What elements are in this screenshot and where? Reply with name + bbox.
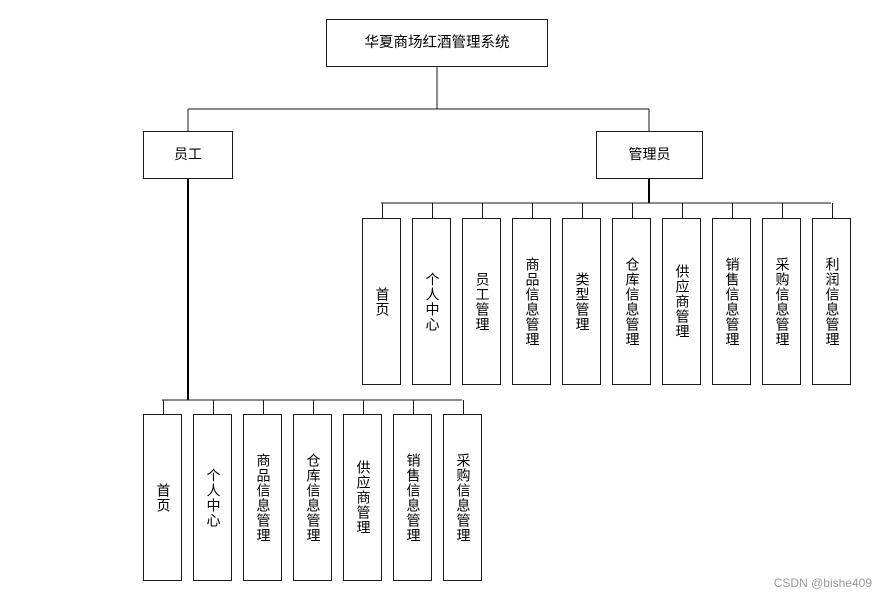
employee-module-label: 销售信息管理 xyxy=(404,452,421,543)
admin-module-label: 利润信息管理 xyxy=(823,256,840,347)
employee-module-box: 商品信息管理 xyxy=(243,414,282,581)
admin-module-box: 类型管理 xyxy=(562,218,601,385)
employee-module-label: 采购信息管理 xyxy=(454,452,471,543)
admin-module-label: 仓库信息管理 xyxy=(623,256,640,347)
employee-module-box: 仓库信息管理 xyxy=(293,414,332,581)
admin-module-label: 个人中心 xyxy=(423,271,440,332)
admin-module-label: 员工管理 xyxy=(473,271,490,332)
employee-module-box: 个人中心 xyxy=(193,414,232,581)
employee-node-label: 员工 xyxy=(174,147,202,163)
employee-module-box: 首页 xyxy=(143,414,182,581)
admin-node: 管理员 xyxy=(596,131,703,179)
admin-module-label: 首页 xyxy=(373,286,390,317)
root-node-label: 华夏商场红酒管理系统 xyxy=(364,35,510,51)
admin-module-box: 采购信息管理 xyxy=(762,218,801,385)
admin-module-box: 个人中心 xyxy=(412,218,451,385)
admin-module-box: 员工管理 xyxy=(462,218,501,385)
employee-module-label: 供应商管理 xyxy=(354,460,371,535)
admin-module-label: 销售信息管理 xyxy=(723,256,740,347)
admin-module-box: 供应商管理 xyxy=(662,218,701,385)
admin-module-label: 类型管理 xyxy=(573,271,590,332)
employee-module-label: 商品信息管理 xyxy=(254,452,271,543)
admin-module-box: 利润信息管理 xyxy=(812,218,851,385)
employee-module-box: 采购信息管理 xyxy=(443,414,482,581)
employee-module-box: 销售信息管理 xyxy=(393,414,432,581)
admin-module-box: 商品信息管理 xyxy=(512,218,551,385)
employee-module-label: 个人中心 xyxy=(204,467,221,528)
admin-module-box: 销售信息管理 xyxy=(712,218,751,385)
admin-module-box: 首页 xyxy=(362,218,401,385)
admin-module-label: 采购信息管理 xyxy=(773,256,790,347)
employee-module-box: 供应商管理 xyxy=(343,414,382,581)
admin-node-label: 管理员 xyxy=(628,147,671,163)
employee-module-label: 仓库信息管理 xyxy=(304,452,321,543)
admin-module-label: 供应商管理 xyxy=(673,264,690,339)
root-node: 华夏商场红酒管理系统 xyxy=(326,19,548,67)
employee-node: 员工 xyxy=(143,131,233,179)
admin-module-box: 仓库信息管理 xyxy=(612,218,651,385)
admin-module-label: 商品信息管理 xyxy=(523,256,540,347)
employee-module-label: 首页 xyxy=(154,482,171,513)
watermark-text: CSDN @bishe409 xyxy=(773,576,872,590)
